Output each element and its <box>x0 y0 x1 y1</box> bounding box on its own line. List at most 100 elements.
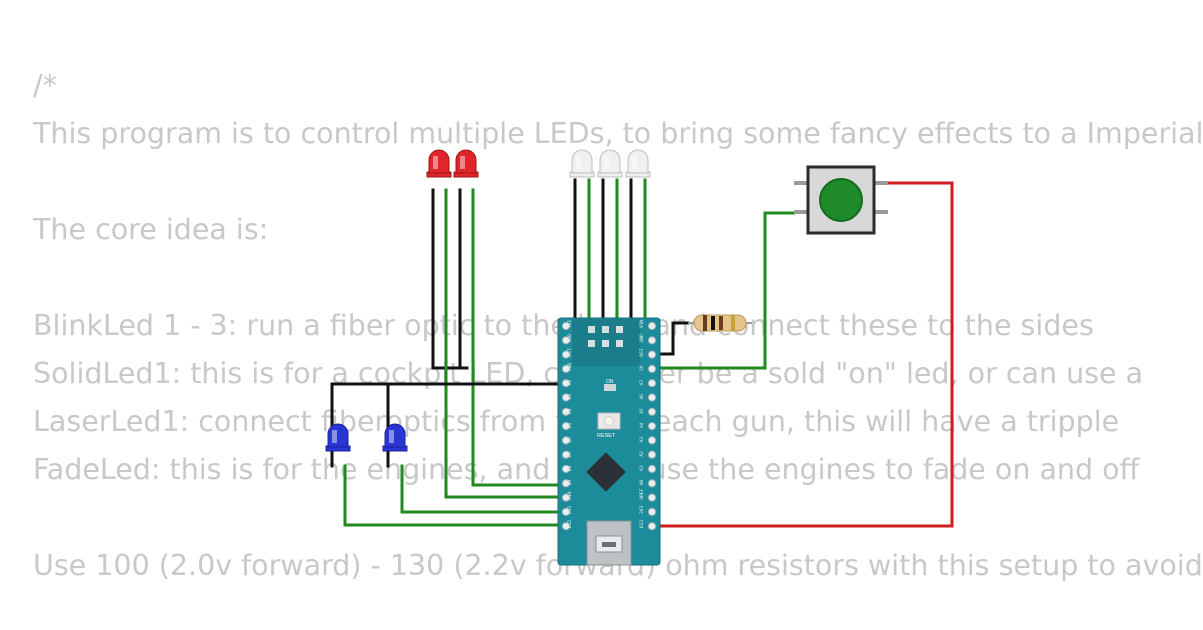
arduino-nano-board: TX1RX0RSTGNDD2D3D4D5D6D7D8D9D10D11D12VIN… <box>557 317 661 566</box>
led-highlight <box>460 156 465 169</box>
board-pin-right <box>647 321 657 331</box>
led-highlight <box>389 430 394 443</box>
pin-label: D4 <box>567 408 573 414</box>
pin-label: VIN <box>639 320 645 328</box>
led-highlight <box>332 430 337 443</box>
resistor-band <box>703 315 707 331</box>
icsp-pin <box>616 340 623 347</box>
led-dome <box>599 149 621 174</box>
code-line: /* <box>33 69 57 102</box>
button-leg <box>872 210 888 214</box>
wire-signal <box>650 211 796 370</box>
board-pin-left <box>561 436 571 445</box>
wire-signal <box>400 464 565 514</box>
pin-label: D6 <box>567 437 573 443</box>
code-line: The core idea is: <box>33 213 269 246</box>
icsp-pin <box>588 340 595 347</box>
board-pin-left <box>561 393 571 402</box>
pin-label: D12 <box>567 520 573 528</box>
pin-label: D7 <box>567 451 573 457</box>
button-leg <box>794 181 810 185</box>
pin-label: A0 <box>639 480 645 486</box>
board-pin-right <box>647 507 657 516</box>
reset-label: RESET <box>597 433 616 439</box>
reset-button-cap[interactable] <box>604 416 614 426</box>
button-leg <box>872 181 888 185</box>
board-pin-right <box>647 464 657 474</box>
wire-power <box>650 321 690 356</box>
icsp-pins <box>588 326 623 347</box>
board-pin-left <box>561 464 571 474</box>
led-red <box>426 149 452 178</box>
board-pin-left <box>561 350 571 359</box>
led-highlight <box>576 156 581 169</box>
microcontroller-chip <box>586 452 626 492</box>
board-pin-left <box>561 407 571 416</box>
icsp-pin <box>602 340 609 347</box>
board-pin-right <box>647 436 657 445</box>
pin-label: RST <box>567 348 573 356</box>
pin-label: A5 <box>639 408 645 414</box>
board-pin-left <box>561 493 571 502</box>
led-dome <box>627 149 649 174</box>
wire-signal <box>471 188 565 487</box>
resistor-band <box>711 316 715 330</box>
leds <box>325 149 651 452</box>
board-pin-right <box>647 450 657 459</box>
wire-power <box>650 181 954 528</box>
pin-label: A4 <box>639 422 645 428</box>
board-pin-right <box>647 493 657 502</box>
led-white <box>597 149 623 178</box>
board-pin-right <box>647 422 657 431</box>
pin-label: D11 <box>567 505 573 513</box>
pin-label: A1 <box>639 465 645 471</box>
led-dome <box>455 149 477 174</box>
pin-label: GND <box>567 362 573 370</box>
board-pin-left <box>561 379 571 388</box>
wire-gnd <box>431 188 469 370</box>
pin-label: A3 <box>639 437 645 443</box>
led-dome <box>384 423 406 448</box>
pin-label: A6 <box>639 394 645 400</box>
board-pin-right <box>647 364 657 373</box>
wire-signal <box>444 188 565 499</box>
board-pin-left <box>561 321 571 331</box>
power-led <box>604 384 616 391</box>
resistor-band <box>731 315 735 331</box>
board-pin-left <box>561 507 571 516</box>
resistor-band <box>719 316 723 330</box>
resistor <box>688 314 752 332</box>
on-label: ON <box>606 379 614 385</box>
board-pin-right <box>647 379 657 388</box>
usb-port-inner <box>602 542 616 547</box>
board-pin-right <box>647 522 657 531</box>
board-pin-left <box>561 336 571 345</box>
board-pin-left <box>561 450 571 459</box>
pin-labels: TX1RX0RSTGNDD2D3D4D5D6D7D8D9D10D11D12VIN… <box>567 320 645 529</box>
board-pins <box>561 321 657 531</box>
pin-label: D3 <box>567 394 573 400</box>
pin-label: D8 <box>567 465 573 471</box>
board-pin-left <box>561 479 571 488</box>
board-pin-left <box>561 364 571 373</box>
led-dome <box>327 423 349 448</box>
pin-label: D13 <box>639 520 645 528</box>
pin-label: TX1 <box>567 320 573 328</box>
icsp-pin <box>588 326 595 333</box>
board-pin-right <box>647 350 657 359</box>
led-white <box>569 149 595 178</box>
icsp-pin <box>602 326 609 333</box>
led-dome <box>428 149 450 174</box>
board-pin-right <box>647 407 657 416</box>
pin-label: A7 <box>639 379 645 385</box>
board-pin-left <box>561 522 571 531</box>
pin-label: D9 <box>567 480 573 486</box>
led-red <box>453 149 479 178</box>
button-cap[interactable] <box>819 178 863 222</box>
led-highlight <box>632 156 637 169</box>
pushbutton[interactable] <box>794 165 888 235</box>
pin-label: 3V3 <box>639 505 645 513</box>
pin-label: AREF <box>639 488 645 499</box>
icsp-pin <box>616 326 623 333</box>
